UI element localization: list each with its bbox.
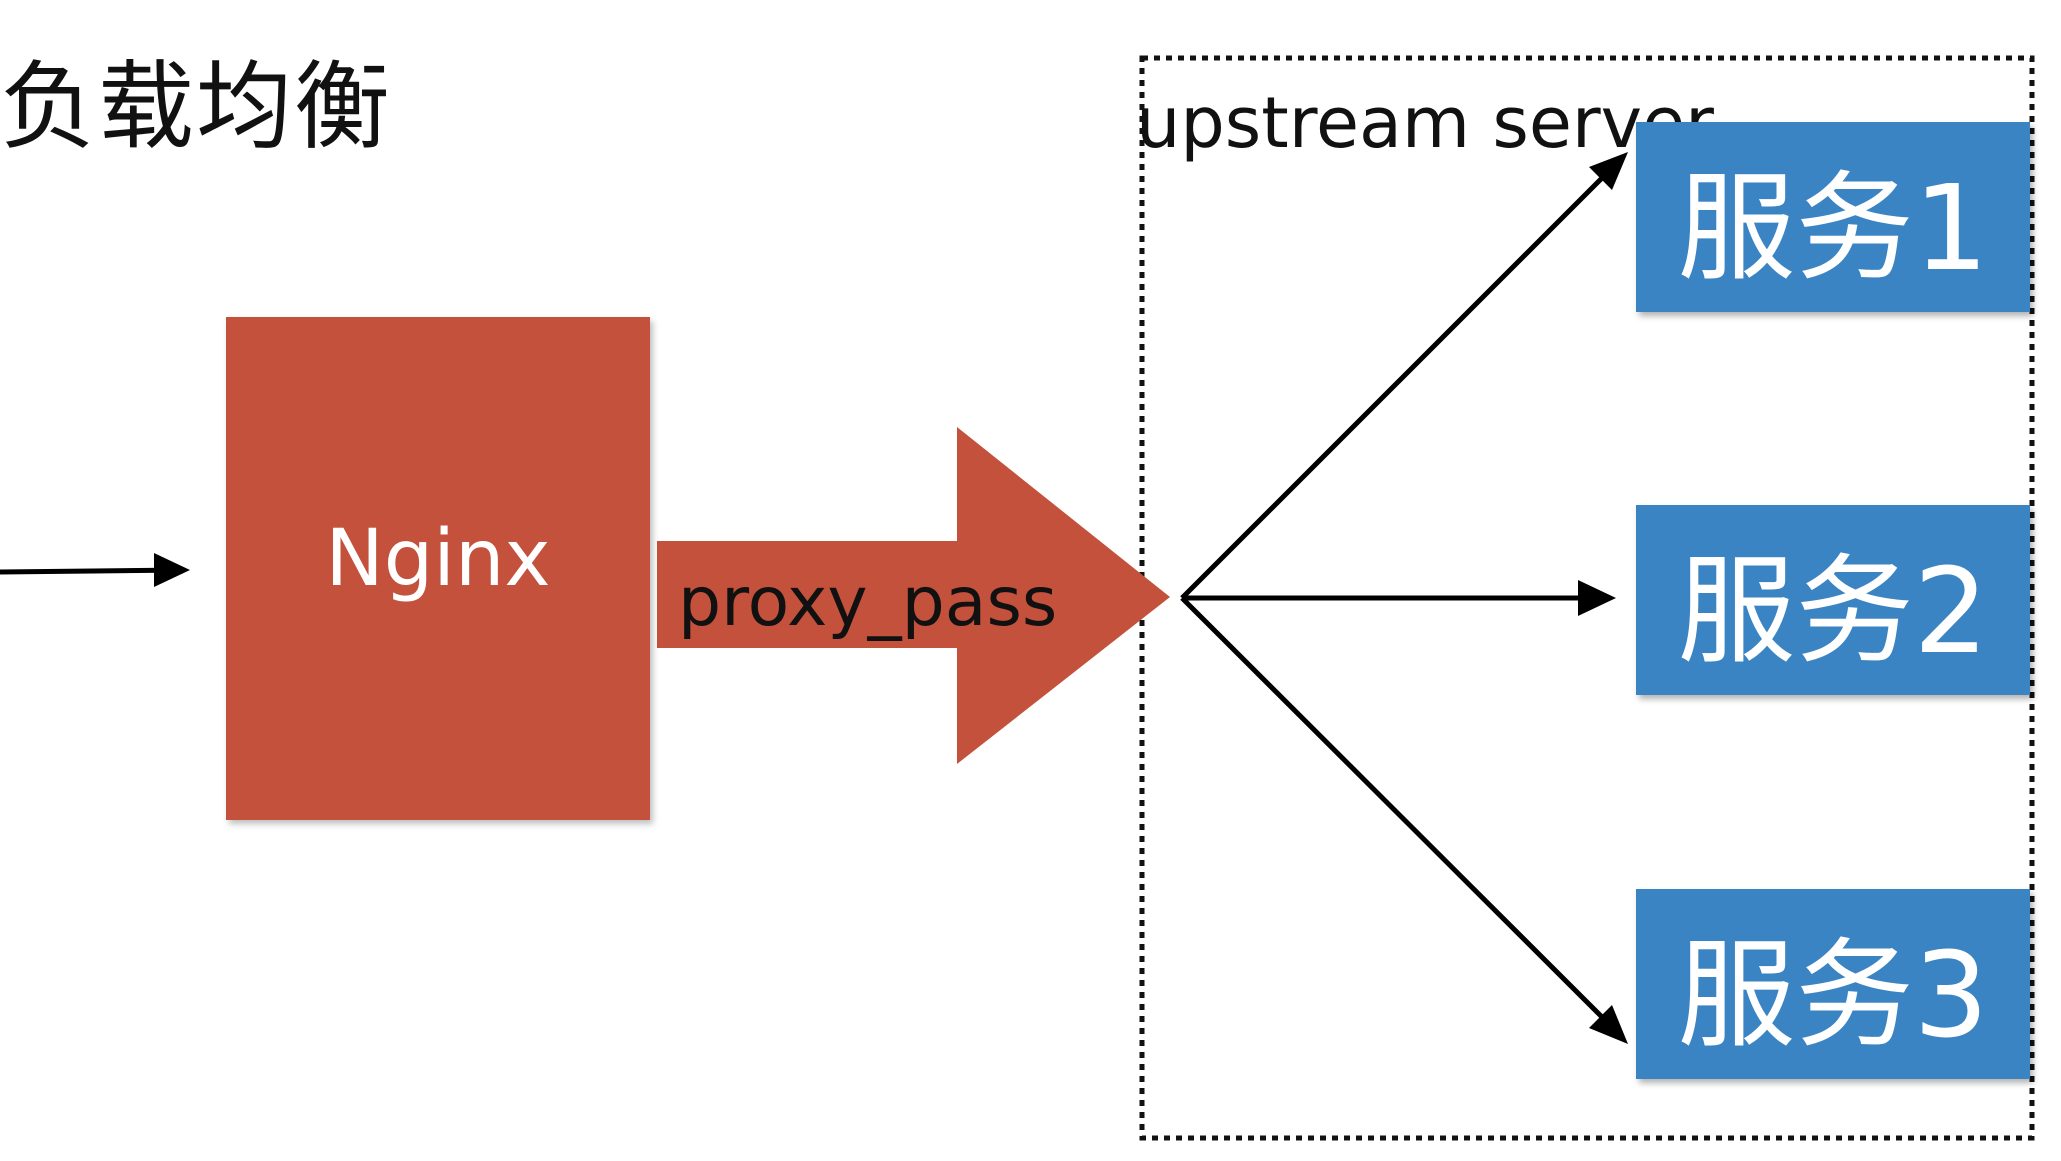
service-node-2: 服务2 xyxy=(1636,505,2030,695)
arrow-to-service-1-head xyxy=(1589,152,1628,190)
nginx-node: Nginx xyxy=(226,317,650,820)
upstream-group-label: upstream server xyxy=(1136,82,1714,164)
incoming-request-arrow xyxy=(0,567,185,575)
arrow-to-service-1 xyxy=(1180,163,1617,600)
proxy-pass-label: proxy_pass xyxy=(678,563,1058,642)
arrow-to-service-3 xyxy=(1180,596,1617,1032)
nginx-node-label: Nginx xyxy=(325,513,551,604)
incoming-request-arrowhead xyxy=(154,553,190,587)
arrow-to-service-3-head xyxy=(1589,1005,1628,1044)
service-node-label: 服务3 xyxy=(1677,925,1989,1064)
diagram-title: 负载均衡 xyxy=(0,51,392,163)
service-node-label: 服务2 xyxy=(1677,541,1989,680)
service-node-label: 服务1 xyxy=(1677,158,1989,297)
service-node-1: 服务1 xyxy=(1636,122,2030,312)
arrow-to-service-2-head xyxy=(1578,580,1616,616)
service-node-3: 服务3 xyxy=(1636,889,2030,1079)
proxy-pass-arrow xyxy=(657,427,1170,764)
